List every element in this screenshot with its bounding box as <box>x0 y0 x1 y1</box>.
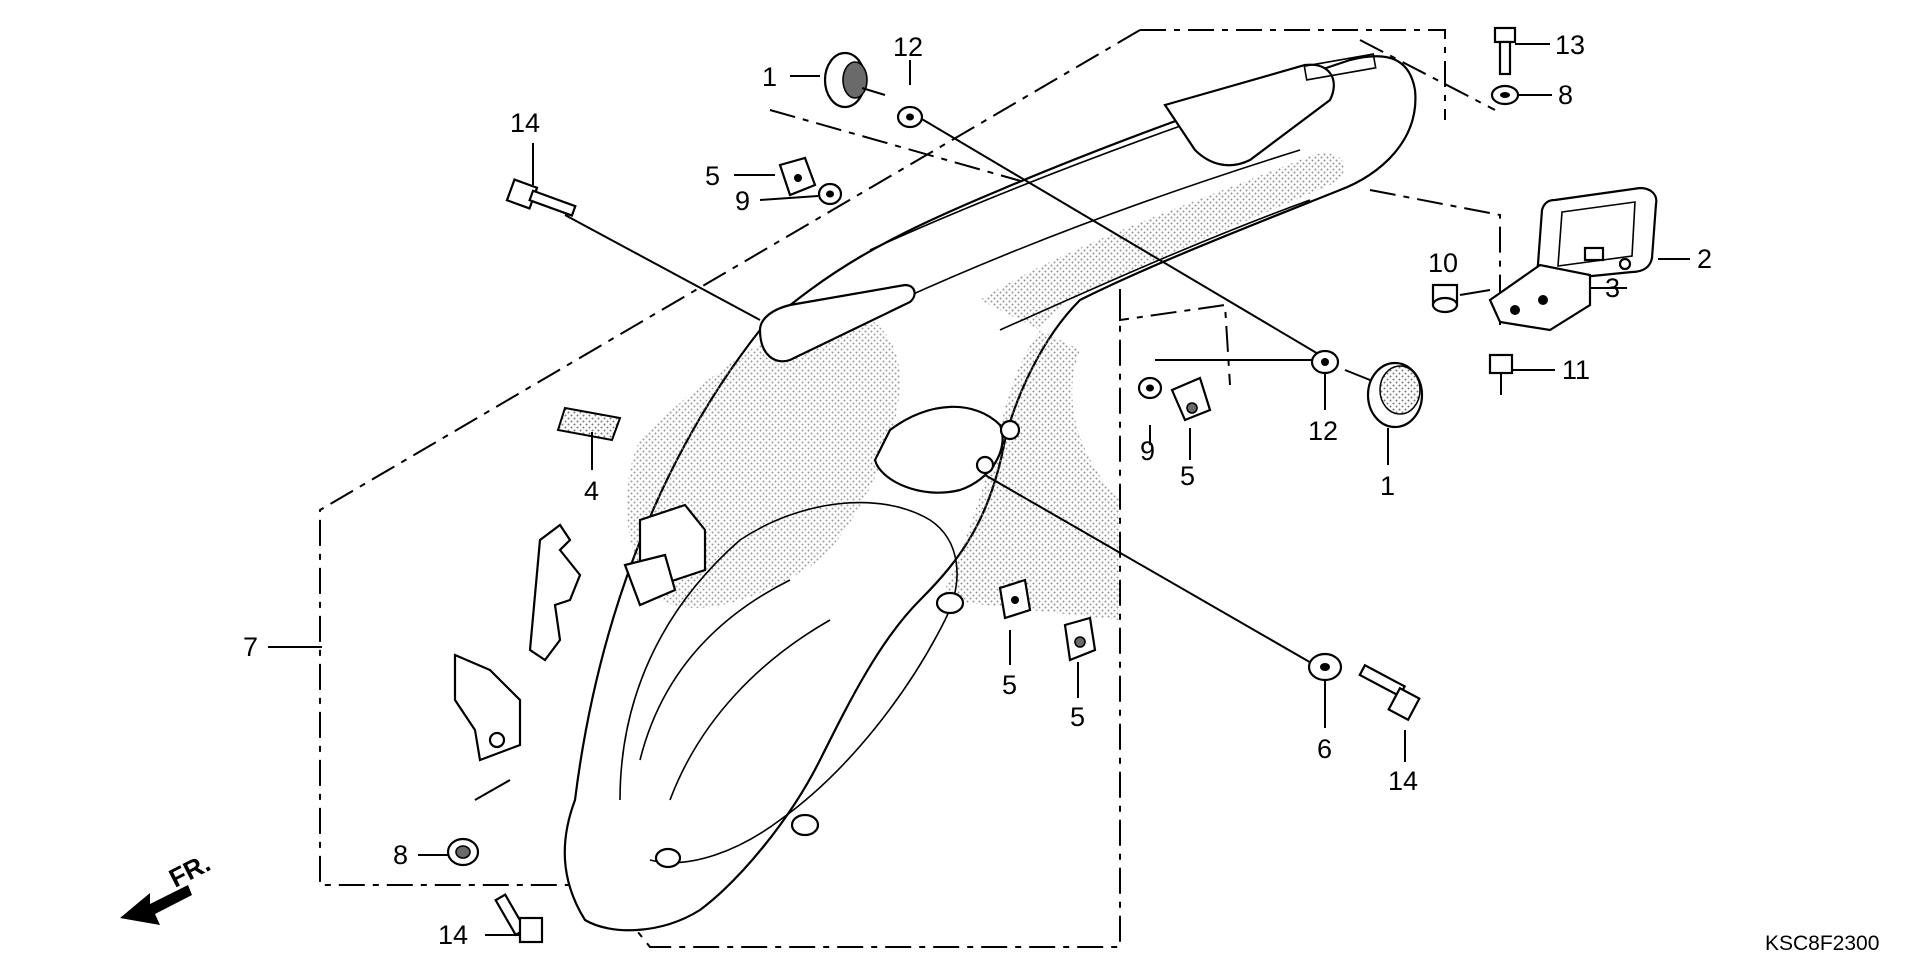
callout-12-mid: 12 <box>1308 416 1338 446</box>
part-14-bolt-upper-left <box>505 178 577 217</box>
part-5-clip-mid <box>1170 376 1212 422</box>
part-10-nut <box>1431 283 1491 314</box>
callout-12-upper: 12 <box>893 32 923 62</box>
callout-14-right: 14 <box>1388 766 1418 796</box>
front-direction-arrow: FR. <box>120 848 215 925</box>
diagram-code: KSC8F2300 <box>1765 932 1879 955</box>
callout-7: 7 <box>243 632 258 662</box>
callout-6: 6 <box>1317 734 1332 764</box>
part-8-washer-lower <box>446 837 480 867</box>
callout-4: 4 <box>584 476 599 506</box>
leader-lines <box>268 43 1690 936</box>
callout-1-mid: 1 <box>1380 471 1395 501</box>
part-12-washer-upper <box>896 105 924 129</box>
callout-3: 3 <box>1605 273 1620 303</box>
callout-9-mid: 9 <box>1140 436 1155 466</box>
callout-11: 11 <box>1562 355 1590 385</box>
part-1-reflector-mid <box>1344 361 1424 429</box>
part-8-washer-upper <box>1490 84 1520 106</box>
part-1-grommet-upper <box>823 51 886 109</box>
callout-8-lower: 8 <box>393 840 408 870</box>
callout-2: 2 <box>1697 244 1712 274</box>
callout-13: 13 <box>1555 30 1585 60</box>
callout-14-upper-left: 14 <box>510 108 540 138</box>
part-6-washer <box>1307 652 1343 682</box>
part-14-bolt-lower <box>494 893 544 944</box>
part-3-bracket <box>1488 263 1592 332</box>
part-12-washer-mid <box>1310 349 1340 375</box>
part-14-bolt-right <box>1358 663 1421 722</box>
callout-14-lower: 14 <box>438 920 468 950</box>
callout-1-upper: 1 <box>762 62 777 92</box>
rear-fender-body <box>453 53 1417 932</box>
part-4-pad <box>556 406 622 442</box>
part-5-clip-upper <box>778 156 817 197</box>
callout-10: 10 <box>1428 248 1458 278</box>
callout-9-upper: 9 <box>735 186 750 216</box>
part-11-nut <box>1488 353 1514 395</box>
part-2-lamp-housing <box>1536 186 1658 282</box>
part-9-nut-mid <box>1137 376 1163 400</box>
callout-5-mid: 5 <box>1180 461 1195 491</box>
part-5-clip-lower-a <box>998 578 1032 620</box>
callout-8-upper: 8 <box>1558 80 1573 110</box>
part-13-bolt <box>1493 26 1517 76</box>
callout-5-upper: 5 <box>705 161 720 191</box>
part-9-nut-upper <box>817 182 843 206</box>
callout-5-lower-a: 5 <box>1002 670 1017 700</box>
front-direction-label: FR. <box>164 848 215 894</box>
callout-labels: 1 12 13 8 14 5 9 2 10 3 11 4 9 5 12 1 7 … <box>243 30 1712 950</box>
callout-5-lower-b: 5 <box>1070 702 1085 732</box>
part-5-clip-lower-b <box>1063 616 1097 662</box>
